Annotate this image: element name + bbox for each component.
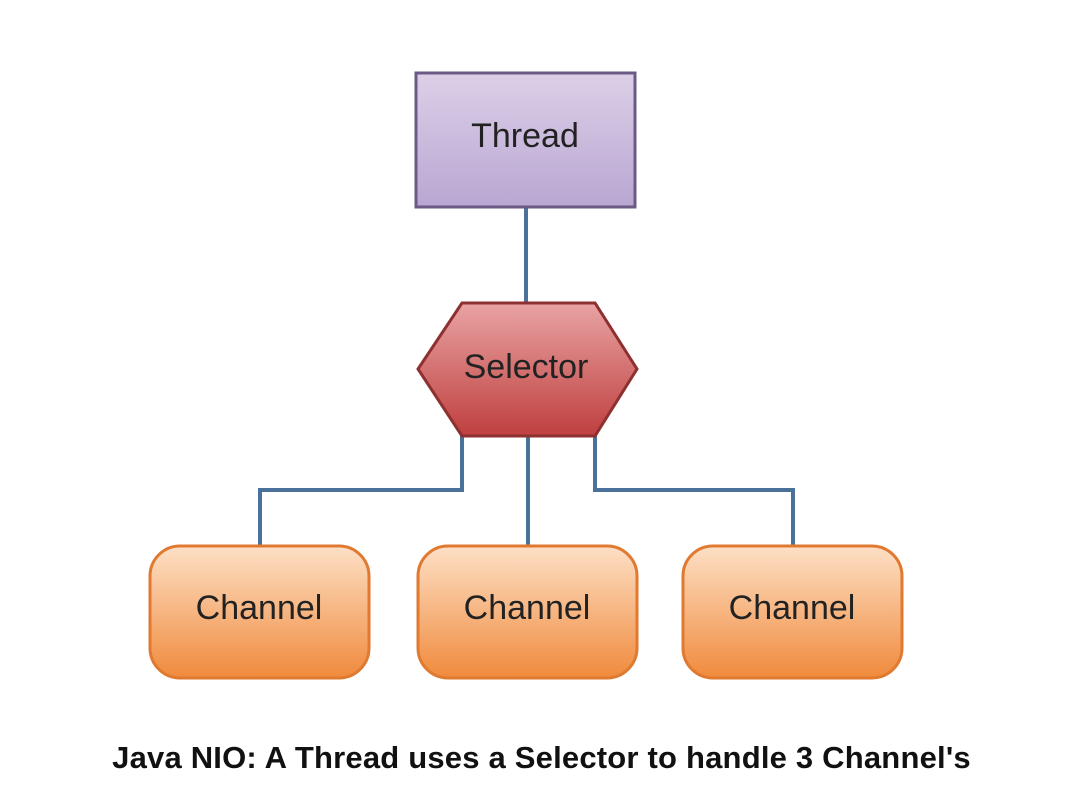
selector-channel-1-connector <box>258 436 464 546</box>
channel-box <box>681 544 904 680</box>
channel-node-2: Channel <box>416 544 639 680</box>
selector-hexagon <box>416 301 639 438</box>
channel-node-1: Channel <box>148 544 371 680</box>
selector-channel-3-connector <box>593 436 795 546</box>
connectors <box>258 207 795 546</box>
channel-box <box>416 544 639 680</box>
channel-label: Channel <box>464 589 591 627</box>
channel-label: Channel <box>729 589 856 627</box>
channel-label: Channel <box>196 589 323 627</box>
channel-node-3: Channel <box>681 544 904 680</box>
thread-label: Thread <box>471 117 579 155</box>
selector-label: Selector <box>464 348 589 386</box>
thread-node: Thread <box>414 71 637 209</box>
thread-box <box>414 71 637 209</box>
diagram-caption: Java NIO: A Thread uses a Selector to ha… <box>112 740 971 775</box>
selector-node: Selector <box>416 301 639 438</box>
channel-box <box>148 544 371 680</box>
